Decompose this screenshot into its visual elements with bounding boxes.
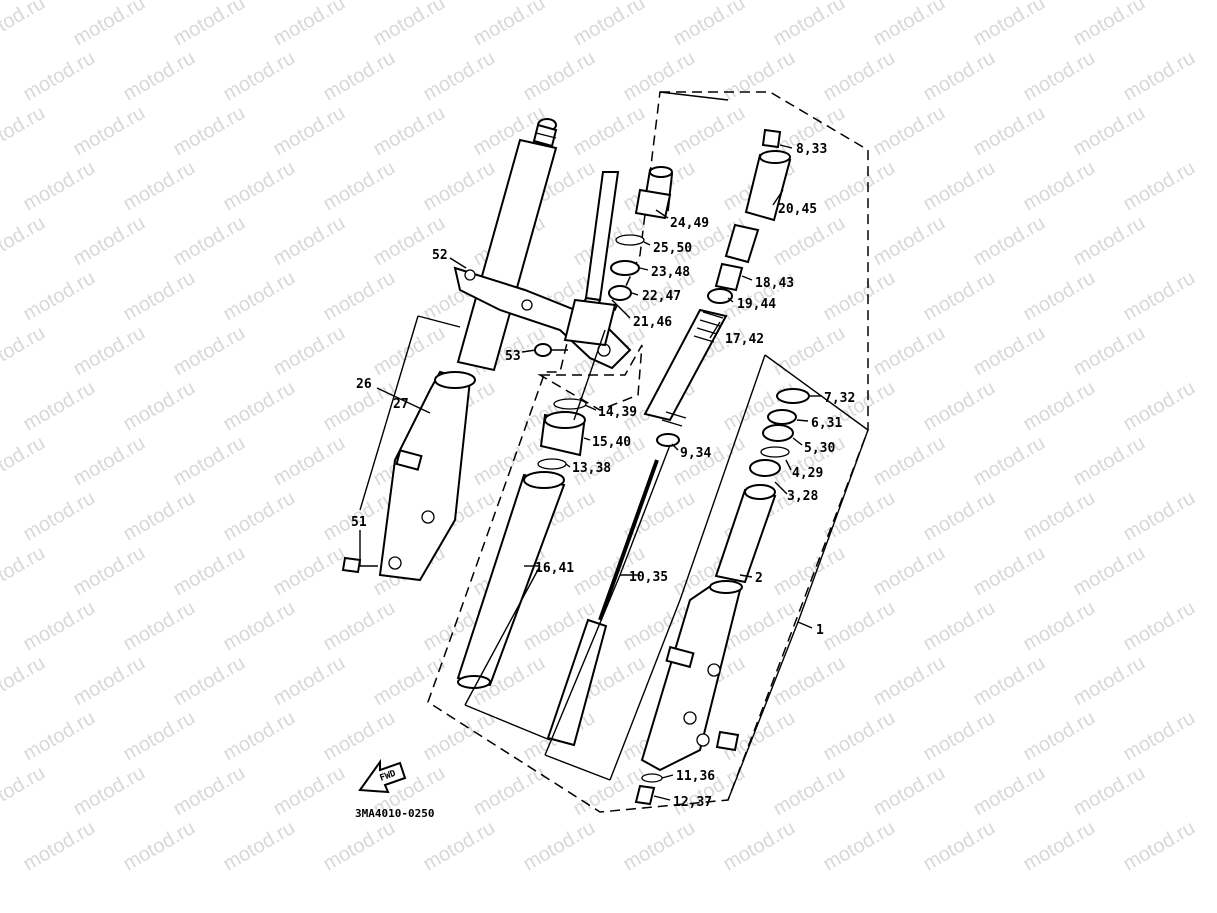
drain-bolt-12 — [634, 784, 656, 806]
seal-3 — [749, 459, 781, 477]
spring-17 — [643, 308, 728, 427]
washer-5 — [762, 424, 794, 442]
label-13-38: 13,38 — [572, 461, 611, 476]
inner-tube-16 — [456, 471, 566, 689]
label-19-44: 19,44 — [737, 297, 776, 312]
label-4-29: 4,29 — [792, 466, 823, 481]
label-9-34: 9,34 — [680, 446, 711, 461]
washer-23 — [610, 260, 640, 276]
outer-slider-1 — [640, 580, 743, 772]
label-17-42: 17,42 — [725, 332, 764, 347]
o-ring-25 — [615, 234, 645, 246]
left-fork-assembly — [341, 118, 632, 582]
part-labels: 8,33 20,45 24,49 25,50 23,48 22,47 21,46… — [351, 142, 855, 820]
seat-18 — [714, 262, 744, 292]
diagram-code: 3MA4010-0250 — [355, 807, 434, 820]
label-20-45: 20,45 — [778, 202, 817, 217]
washer-13 — [537, 458, 567, 470]
label-3-28: 3,28 — [787, 489, 818, 504]
label-53: 53 — [505, 349, 521, 364]
leader-lines — [359, 91, 869, 801]
fwd-arrow-icon: FWD — [358, 758, 407, 794]
spacer-20 — [724, 150, 792, 264]
cap-bolt — [634, 166, 674, 220]
label-24-49: 24,49 — [670, 216, 709, 231]
label-14-39: 14,39 — [598, 405, 637, 420]
label-11-36: 11,36 — [676, 769, 715, 784]
label-12-37: 12,37 — [673, 795, 712, 810]
label-52: 52 — [432, 248, 448, 263]
damper-top — [563, 171, 620, 347]
clip-4 — [760, 446, 790, 458]
gasket-11 — [641, 773, 663, 783]
label-22-47: 22,47 — [642, 289, 681, 304]
label-5-30: 5,30 — [804, 441, 835, 456]
label-2: 2 — [755, 571, 763, 586]
label-16-41: 16,41 — [535, 561, 574, 576]
label-1: 1 — [816, 623, 824, 638]
label-27: 27 — [393, 397, 409, 412]
slide-bushing-2 — [714, 484, 777, 584]
label-10-35: 10,35 — [629, 570, 668, 585]
label-8-33: 8,33 — [796, 142, 827, 157]
seal-7 — [776, 388, 810, 404]
label-25-50: 25,50 — [653, 241, 692, 256]
ring-6 — [767, 409, 797, 425]
label-15-40: 15,40 — [592, 435, 631, 450]
label-26: 26 — [356, 377, 372, 392]
label-51: 51 — [351, 515, 367, 530]
assembly-outline-right — [427, 91, 869, 813]
assembly-outline-inner — [537, 344, 643, 411]
label-7-32: 7,32 — [824, 391, 855, 406]
oil-seal-15 — [539, 411, 586, 457]
label-21-46: 21,46 — [633, 315, 672, 330]
piston-ring-9 — [656, 433, 680, 447]
label-6-31: 6,31 — [811, 416, 842, 431]
seal-22 — [608, 285, 632, 301]
label-23-48: 23,48 — [651, 265, 690, 280]
pinch-bolt — [534, 343, 568, 357]
cap-8 — [761, 128, 782, 149]
washer-19 — [707, 288, 733, 304]
label-18-43: 18,43 — [755, 276, 794, 291]
